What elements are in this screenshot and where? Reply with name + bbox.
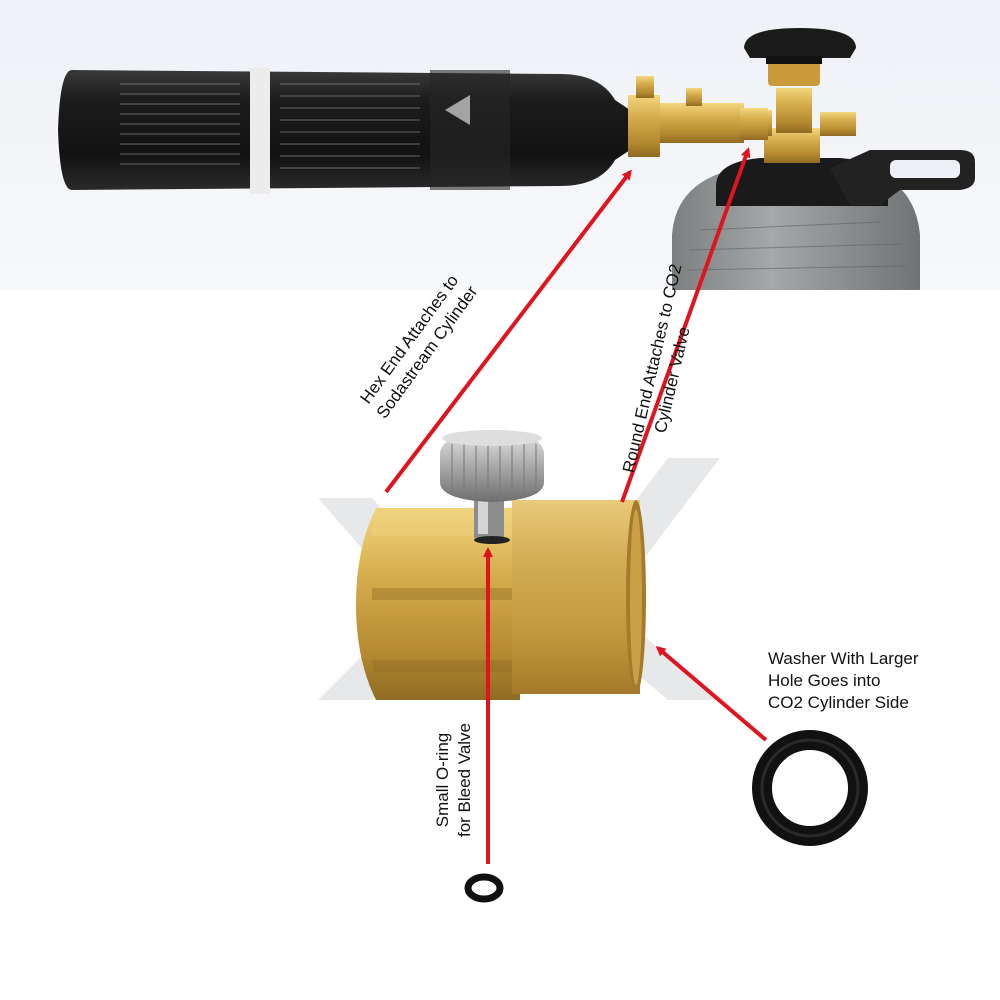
small-oring-label-line-2: for Bleed Valve [455, 722, 474, 838]
washer-label-line-3: CO2 Cylinder Side [768, 693, 909, 712]
top-photo [0, 0, 1000, 290]
small-oring-label: Small O-ring for Bleed Valve [432, 720, 476, 840]
round-end-arrow [620, 147, 751, 503]
small-oring-label-line-1: Small O-ring [433, 732, 452, 828]
sodastream-cylinder [58, 68, 768, 194]
washer-label-line-1: Washer With Larger [768, 649, 919, 668]
washer-label-line-2: Hole Goes into [768, 671, 881, 690]
co2-tank [672, 150, 975, 290]
large-washer [752, 730, 868, 846]
washer-label: Washer With Larger Hole Goes into CO2 Cy… [768, 648, 919, 714]
annotation-arrows [384, 147, 768, 864]
washer-arrow [655, 646, 768, 742]
small-oring [464, 873, 504, 903]
brass-adapter [356, 430, 646, 700]
hex-end-arrow [384, 169, 632, 494]
